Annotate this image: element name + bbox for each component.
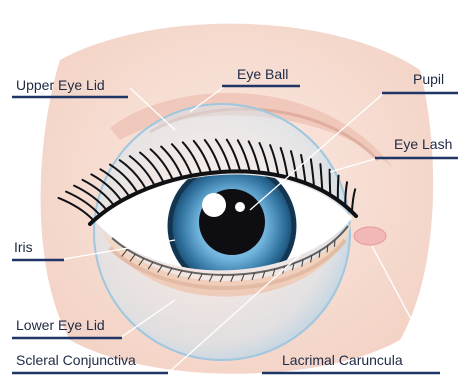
label-lacrimal-caruncula: Lacrimal Caruncula bbox=[282, 352, 403, 368]
label-pupil: Pupil bbox=[413, 71, 444, 87]
label-eye-ball: Eye Ball bbox=[237, 66, 288, 82]
pupil-highlight bbox=[202, 193, 226, 217]
upper-lash bbox=[338, 176, 339, 201]
lower-lash bbox=[327, 245, 328, 252]
pupil-highlight-small bbox=[235, 202, 245, 212]
label-lower-eye-lid: Lower Eye Lid bbox=[16, 317, 105, 333]
upper-lash bbox=[330, 170, 331, 196]
caruncula-shape bbox=[354, 227, 386, 245]
label-upper-eye-lid: Upper Eye Lid bbox=[16, 77, 105, 93]
label-scleral-conjunctiva: Scleral Conjunctiva bbox=[16, 352, 136, 368]
label-eye-lash: Eye Lash bbox=[394, 136, 452, 152]
label-iris: Iris bbox=[14, 239, 33, 255]
